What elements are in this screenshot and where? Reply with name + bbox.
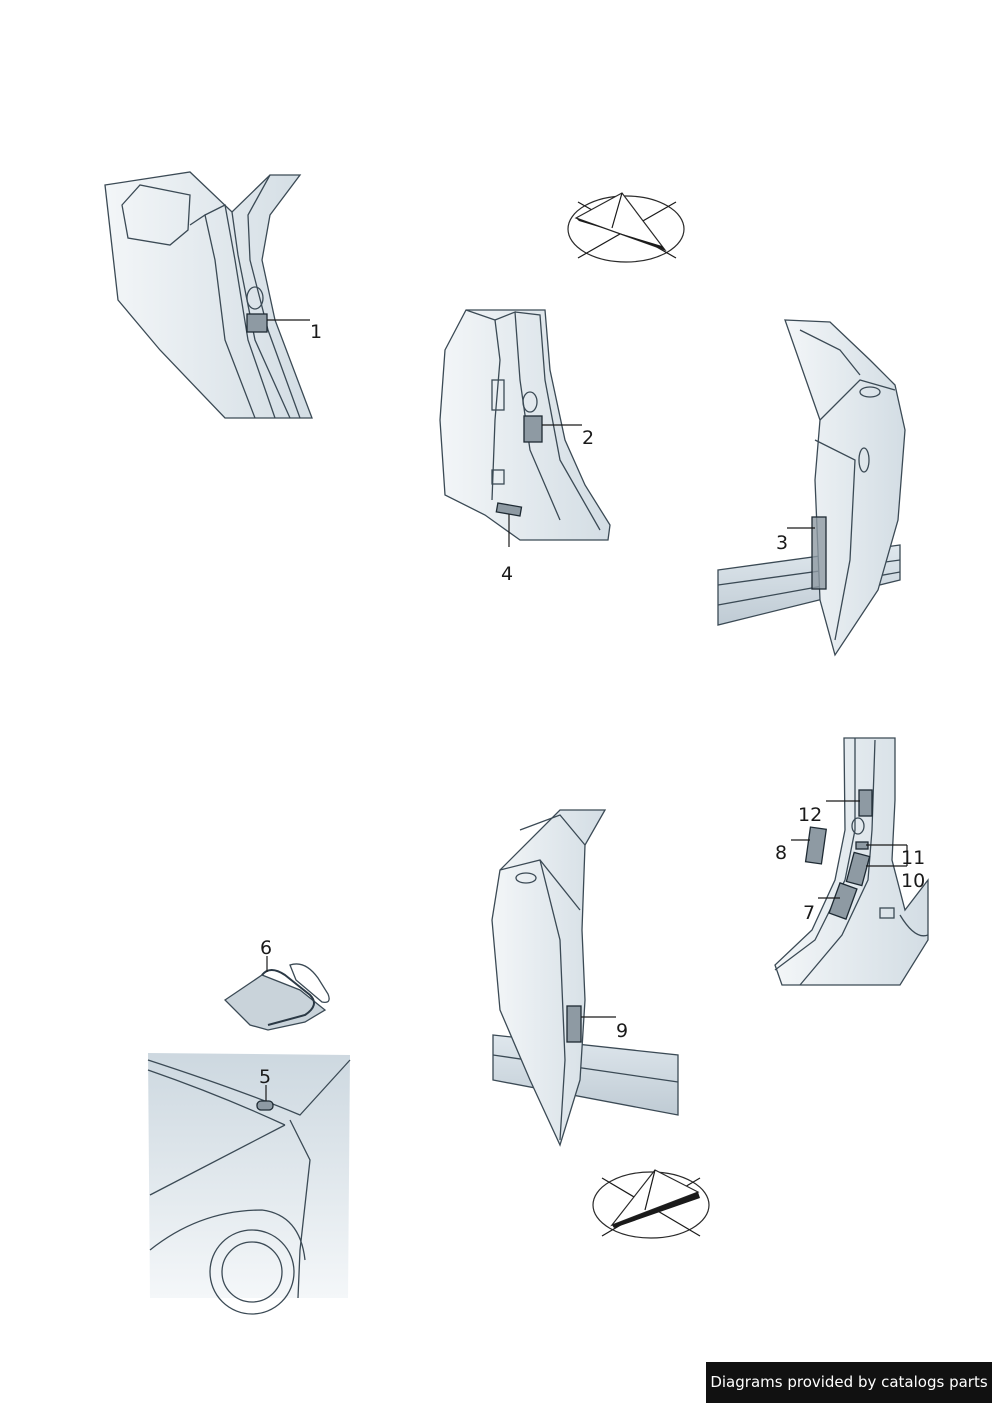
callout-10: 10 (901, 870, 925, 892)
callout-12: 12 (798, 804, 822, 826)
view-door-sill-right: 3 (717, 319, 906, 657)
callout-9: 9 (616, 1020, 628, 1042)
view-front-fender: 5 (147, 1053, 351, 1315)
view-pillar-detail: 12 8 11 10 7 (774, 737, 929, 986)
callout-2: 2 (582, 427, 594, 449)
callout-7: 7 (803, 902, 815, 924)
view-filler-housing: 6 (223, 937, 330, 1031)
credit-footer: Diagrams provided by catalogs parts (706, 1362, 992, 1403)
orientation-compass-bottom (592, 1169, 710, 1239)
callout-8: 8 (775, 842, 787, 864)
callout-6: 6 (260, 937, 272, 959)
view-rear-pillar: 1 (104, 171, 322, 419)
view-door-pillar: 2 4 (439, 309, 611, 585)
callout-4: 4 (501, 563, 513, 585)
callout-3: 3 (776, 532, 788, 554)
orientation-compass-top (567, 192, 685, 263)
callout-11: 11 (901, 847, 925, 869)
callout-1: 1 (310, 321, 322, 343)
view-door-sill-center: 9 (491, 809, 679, 1147)
callout-5: 5 (259, 1066, 271, 1088)
